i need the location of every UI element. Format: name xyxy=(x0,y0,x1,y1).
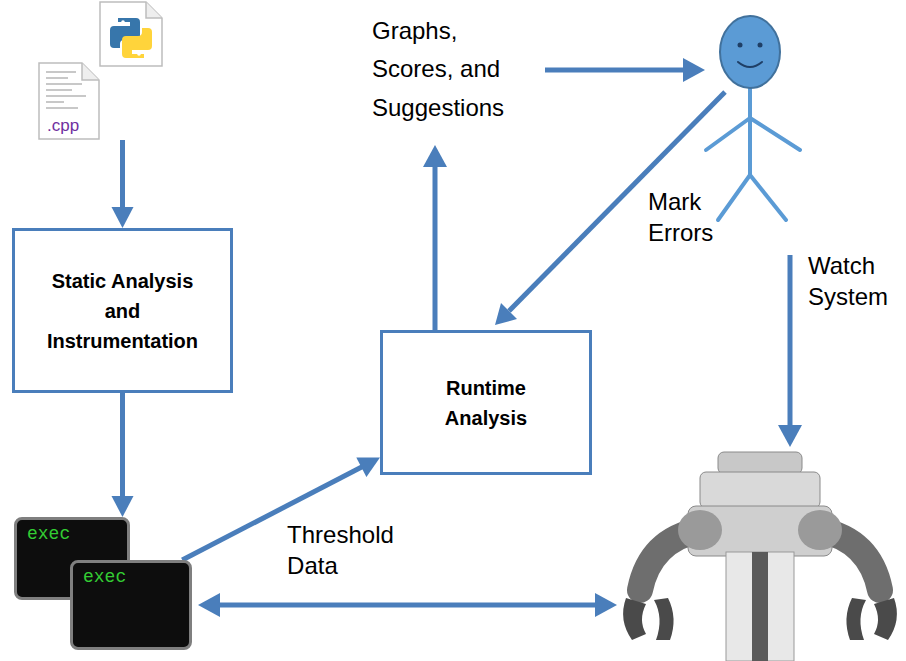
source-file-icon: .cpp xyxy=(38,62,100,140)
arrowhead xyxy=(778,425,802,447)
figure-eye xyxy=(738,43,743,48)
arrowhead xyxy=(683,58,705,82)
flow-arrow-shaft xyxy=(509,92,725,311)
robot-gripper xyxy=(623,598,646,640)
robot-torso xyxy=(726,552,794,661)
flow-arrow-shaft xyxy=(433,165,438,330)
flow-arrow-shaft xyxy=(218,603,597,608)
file-fold xyxy=(146,2,162,18)
code-line xyxy=(46,101,64,103)
arrowhead xyxy=(356,457,380,477)
logo-eye xyxy=(121,20,125,24)
arrowhead xyxy=(112,207,134,228)
figure-eye xyxy=(758,43,763,48)
flow-connector xyxy=(112,393,134,517)
robot-shoulder-joint xyxy=(678,510,722,550)
annotation-label: Graphs, Scores, and Suggestions xyxy=(372,12,522,127)
figure-head xyxy=(720,16,780,88)
box-label: Static Analysis and Instrumentation xyxy=(47,266,198,356)
terminal-text: exec xyxy=(83,567,179,587)
flow-arrow-shaft xyxy=(545,68,685,73)
flow-connector xyxy=(112,140,134,228)
robot-sensor-head xyxy=(718,452,802,474)
annotation-label: Watch System xyxy=(808,250,888,312)
pr2-robot xyxy=(623,452,897,661)
arrowhead xyxy=(112,496,134,517)
file-extension: .cpp xyxy=(47,116,79,136)
python-file-icon xyxy=(100,2,162,66)
annotation-label: Mark Errors xyxy=(648,186,713,248)
box-label: Runtime Analysis xyxy=(445,373,527,433)
robot-shoulder-joint xyxy=(798,510,842,550)
arrowhead xyxy=(198,593,220,617)
figure-smile xyxy=(738,62,762,67)
figure-arm xyxy=(706,118,750,150)
file-page xyxy=(100,2,162,66)
edge-label: Threshold Data xyxy=(285,519,396,581)
process-box: Runtime Analysis xyxy=(380,330,592,475)
code-line xyxy=(46,83,82,85)
arrowhead xyxy=(423,145,447,167)
figure-leg xyxy=(718,175,750,220)
robot-gripper xyxy=(874,598,897,640)
process-box: Static Analysis and Instrumentation xyxy=(12,228,233,393)
connector-line xyxy=(120,393,125,498)
code-line xyxy=(46,89,72,91)
robot-spine xyxy=(752,552,768,661)
robot-head xyxy=(700,472,820,508)
robot-gripper xyxy=(654,598,674,640)
figure-leg xyxy=(750,175,786,220)
file-page xyxy=(39,63,99,139)
file-fold xyxy=(82,63,99,80)
robot-gripper xyxy=(846,598,866,640)
code-line xyxy=(46,107,78,109)
connector-line xyxy=(120,140,125,209)
arrowhead xyxy=(495,303,517,325)
code-line xyxy=(46,95,86,97)
figure-arm xyxy=(750,118,800,150)
code-line xyxy=(46,71,76,73)
arrowhead xyxy=(595,593,617,617)
user-stick-figure xyxy=(706,16,800,220)
terminal-window: exec xyxy=(70,560,192,650)
flow-arrow-shaft xyxy=(788,255,793,427)
figure-body xyxy=(748,88,752,175)
python-logo-yellow xyxy=(122,28,152,58)
terminal-text: exec xyxy=(27,524,117,544)
flow-arrows xyxy=(198,58,802,617)
logo-eye xyxy=(137,52,141,56)
code-line xyxy=(46,77,68,79)
